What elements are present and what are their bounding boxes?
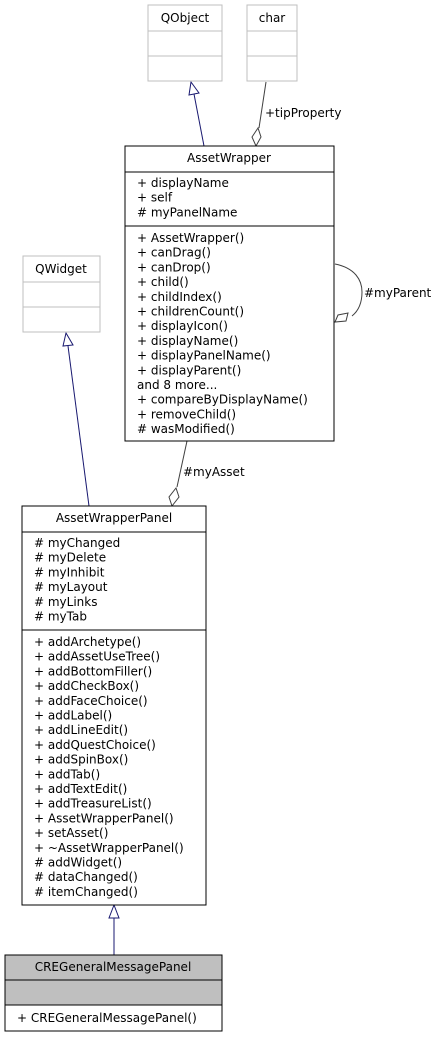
method-item: # addWidget(): [34, 856, 122, 870]
class-name-assetwrapper: AssetWrapper: [187, 151, 271, 165]
label-tipproperty: +tipProperty: [265, 106, 342, 120]
method-item: and 8 more...: [137, 378, 217, 392]
inheritance-edge-panel-qwidget: [67, 345, 90, 507]
method-item: + addSpinBox(): [34, 753, 128, 767]
class-name-assetwrapperpanel: AssetWrapperPanel: [56, 511, 172, 525]
inheritance-arrowhead-qobject: [188, 80, 200, 96]
method-item: + childIndex(): [137, 290, 222, 304]
method-item: + addBottomFiller(): [34, 664, 152, 678]
inheritance-arrowhead-qwidget: [62, 331, 74, 347]
attribute-item: + displayName: [137, 176, 229, 190]
attribute-item: # myChanged: [34, 536, 120, 550]
method-item: + addQuestChoice(): [34, 738, 156, 752]
class-box-qwidget: QWidget: [22, 255, 101, 333]
method-item: + canDrop(): [137, 260, 211, 274]
method-item: + canDrag(): [137, 246, 211, 260]
method-item: + AssetWrapperPanel(): [34, 811, 174, 825]
assetwrapperpanel-attributes: # myChanged# myDelete# myInhibit# myLayo…: [34, 536, 120, 624]
method-item: + addCheckBox(): [34, 679, 139, 693]
class-name-char: char: [259, 11, 286, 25]
method-item: + addLineEdit(): [34, 723, 128, 737]
attribute-item: # myInhibit: [34, 565, 105, 579]
method-item: + CREGeneralMessagePanel(): [17, 1011, 197, 1025]
method-item: + displayPanelName(): [137, 349, 271, 363]
class-name-cregeneralmessagepanel: CREGeneralMessagePanel: [35, 960, 192, 974]
aggregation-diamond-tipproperty: [251, 126, 262, 148]
method-item: + addAssetUseTree(): [34, 650, 160, 664]
method-item: + addTab(): [34, 767, 100, 781]
method-item: + addTextEdit(): [34, 782, 127, 796]
method-item: + displayIcon(): [137, 319, 228, 333]
inheritance-arrowhead-panel: [108, 903, 120, 919]
edges: [62, 80, 363, 955]
method-item: + addArchetype(): [34, 635, 141, 649]
class-box-cregeneralmessagepanel: CREGeneralMessagePanel + CREGeneralMessa…: [4, 954, 223, 1032]
assetwrapperpanel-methods: + addArchetype()+ addAssetUseTree()+ add…: [34, 635, 184, 899]
method-item: + AssetWrapper(): [137, 231, 244, 245]
attribute-item: # myPanelName: [137, 205, 237, 219]
method-item: + compareByDisplayName(): [137, 393, 308, 407]
attribute-item: # myDelete: [34, 551, 106, 565]
attribute-item: + self: [137, 191, 173, 205]
class-box-char: char: [246, 4, 298, 82]
method-item: # itemChanged(): [34, 885, 138, 899]
aggregation-edge-myasset: [176, 440, 188, 488]
aggregation-edge-tipproperty: [258, 81, 267, 129]
inheritance-edge-assetwrapper-qobject: [193, 93, 205, 147]
method-item: # wasModified(): [137, 422, 235, 436]
label-myparent: #myParent: [364, 286, 432, 300]
method-item: + displayParent(): [137, 363, 241, 377]
attribute-item: # myLinks: [34, 595, 98, 609]
method-item: + displayName(): [137, 334, 238, 348]
label-myasset: #myAsset: [183, 465, 245, 479]
class-name-qobject: QObject: [161, 11, 210, 25]
class-name-qwidget: QWidget: [35, 262, 87, 276]
class-box-qobject: QObject: [147, 4, 223, 82]
aggregation-diamond-myparent: [334, 312, 349, 323]
class-box-assetwrapper: AssetWrapper + displayName+ self# myPane…: [124, 145, 335, 442]
class-box-assetwrapperpanel: AssetWrapperPanel # myChanged# myDelete#…: [21, 505, 207, 906]
method-item: + addLabel(): [34, 709, 112, 723]
attribute-item: # myTab: [34, 610, 87, 624]
method-item: + addFaceChoice(): [34, 694, 148, 708]
method-item: + child(): [137, 275, 189, 289]
method-item: # dataChanged(): [34, 870, 138, 884]
method-item: + childrenCount(): [137, 305, 244, 319]
method-item: + setAsset(): [34, 826, 108, 840]
aggregation-diamond-myasset: [168, 486, 180, 508]
method-item: + ~AssetWrapperPanel(): [34, 841, 184, 855]
assetwrapper-methods: + AssetWrapper()+ canDrag()+ canDrop()+ …: [137, 231, 308, 436]
cregeneralmessagepanel-methods: + CREGeneralMessagePanel(): [17, 1011, 197, 1025]
method-item: + removeChild(): [137, 407, 236, 421]
attribute-item: # myLayout: [34, 580, 108, 594]
aggregation-edge-myparent: [334, 263, 363, 317]
assetwrapper-attributes: + displayName+ self# myPanelName: [137, 176, 237, 219]
method-item: + addTreasureList(): [34, 797, 152, 811]
